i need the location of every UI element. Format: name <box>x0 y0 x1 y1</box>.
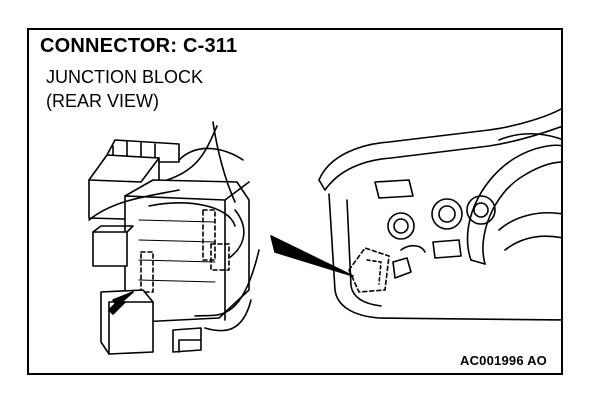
diagram-illustration <box>88 108 561 355</box>
figure-code: AC001996 AO <box>460 353 547 368</box>
junction-block <box>88 121 260 355</box>
leader-wedge <box>270 235 354 277</box>
connector-title: CONNECTOR: C-311 <box>40 35 238 57</box>
subtitle-line-2: (REAR VIEW) <box>46 91 160 111</box>
diagram-frame: CONNECTOR: C-311 JUNCTION BLOCK (REAR VI… <box>27 28 563 375</box>
dashboard-view <box>318 108 561 321</box>
subtitle-line-1: JUNCTION BLOCK <box>46 67 204 87</box>
